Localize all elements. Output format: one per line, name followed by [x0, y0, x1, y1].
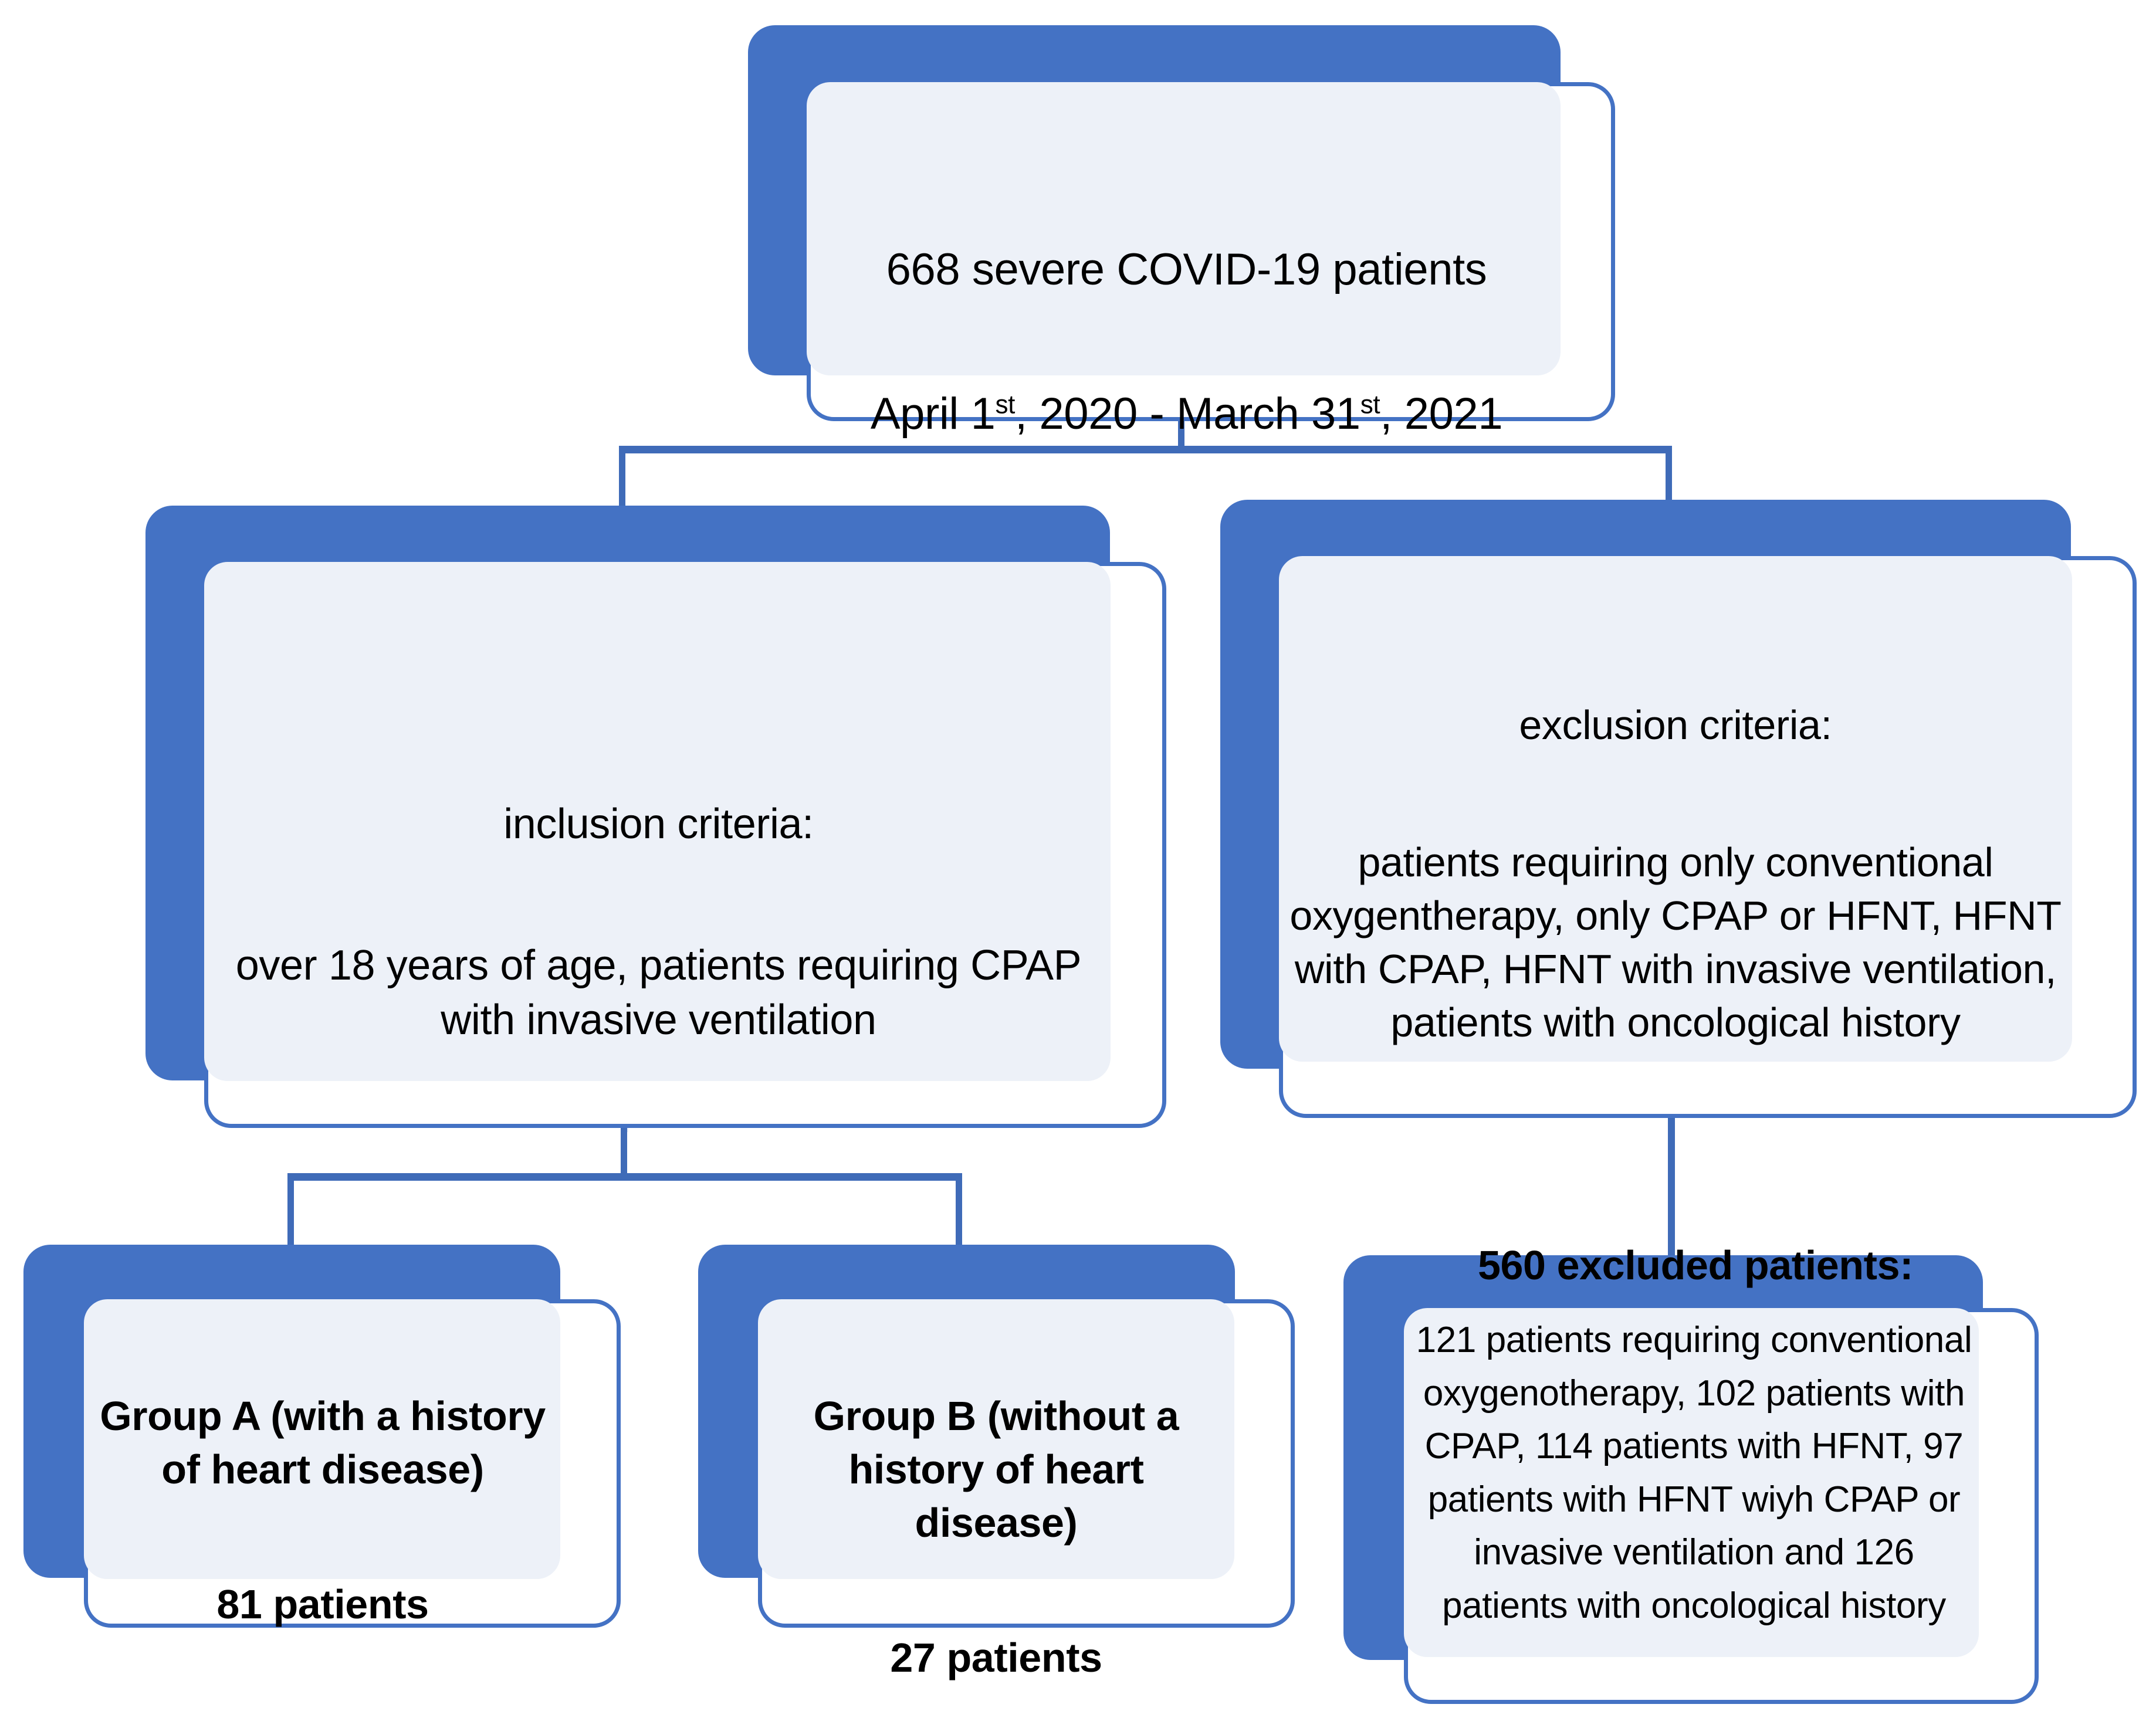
cohort-sup-1: st — [995, 391, 1015, 419]
inclusion-body: over 18 years of age, patients requiring… — [235, 941, 1082, 1044]
group-b-panel — [758, 1299, 1234, 1579]
cohort-text: 668 severe COVID-19 patients April 1st, … — [818, 161, 1555, 523]
connector-to-inclusion — [619, 446, 625, 510]
cohort-period-mid: , 2020 - March 31 — [1014, 389, 1360, 439]
connector-inclusion-down — [621, 1126, 627, 1176]
cohort-line-1: 668 severe COVID-19 patients — [886, 245, 1487, 295]
exclusion-body: patients requiring only conventional oxy… — [1289, 839, 2062, 1045]
connector-level1-bar — [619, 446, 1672, 453]
inclusion-text: inclusion criteria: over 18 years of age… — [217, 742, 1100, 1103]
cohort-sup-2: st — [1360, 391, 1380, 419]
group-a-heading: Group A (with a history of heart disease… — [100, 1393, 546, 1492]
connector-cohort-down — [1178, 420, 1184, 449]
group-a-panel — [84, 1299, 560, 1579]
group-b-text: Group B (without a history of heart dise… — [764, 1336, 1228, 1711]
connector-to-group-a — [287, 1173, 294, 1246]
group-a-count: 81 patients — [216, 1581, 429, 1627]
connector-to-exclusion — [1666, 446, 1672, 510]
inclusion-panel — [204, 562, 1111, 1081]
connector-to-group-b — [956, 1173, 962, 1246]
cohort-line-2: April 1st, 2020 - March 31st, 2021 — [818, 378, 1555, 450]
group-a-text: Group A (with a history of heart disease… — [91, 1336, 554, 1685]
group-b-count: 27 patients — [890, 1635, 1102, 1680]
group-b-heading: Group B (without a history of heart dise… — [813, 1393, 1179, 1546]
connector-level2-bar — [287, 1173, 962, 1181]
exclusion-panel — [1279, 556, 2072, 1062]
connector-to-excluded — [1668, 1117, 1675, 1273]
excluded-panel — [1404, 1308, 1979, 1657]
exclusion-text: exclusion criteria: patients requiring o… — [1288, 645, 2063, 1103]
excluded-body: 121 patients requiring conventional oxyg… — [1416, 1320, 1972, 1626]
cohort-panel — [807, 82, 1561, 375]
cohort-period-prefix: April 1 — [870, 389, 996, 439]
excluded-heading: 560 excluded patients: — [1477, 1242, 1914, 1288]
cohort-period-suffix: , 2021 — [1380, 389, 1503, 439]
exclusion-heading: exclusion criteria: — [1519, 702, 1832, 748]
inclusion-heading: inclusion criteria: — [503, 800, 814, 848]
